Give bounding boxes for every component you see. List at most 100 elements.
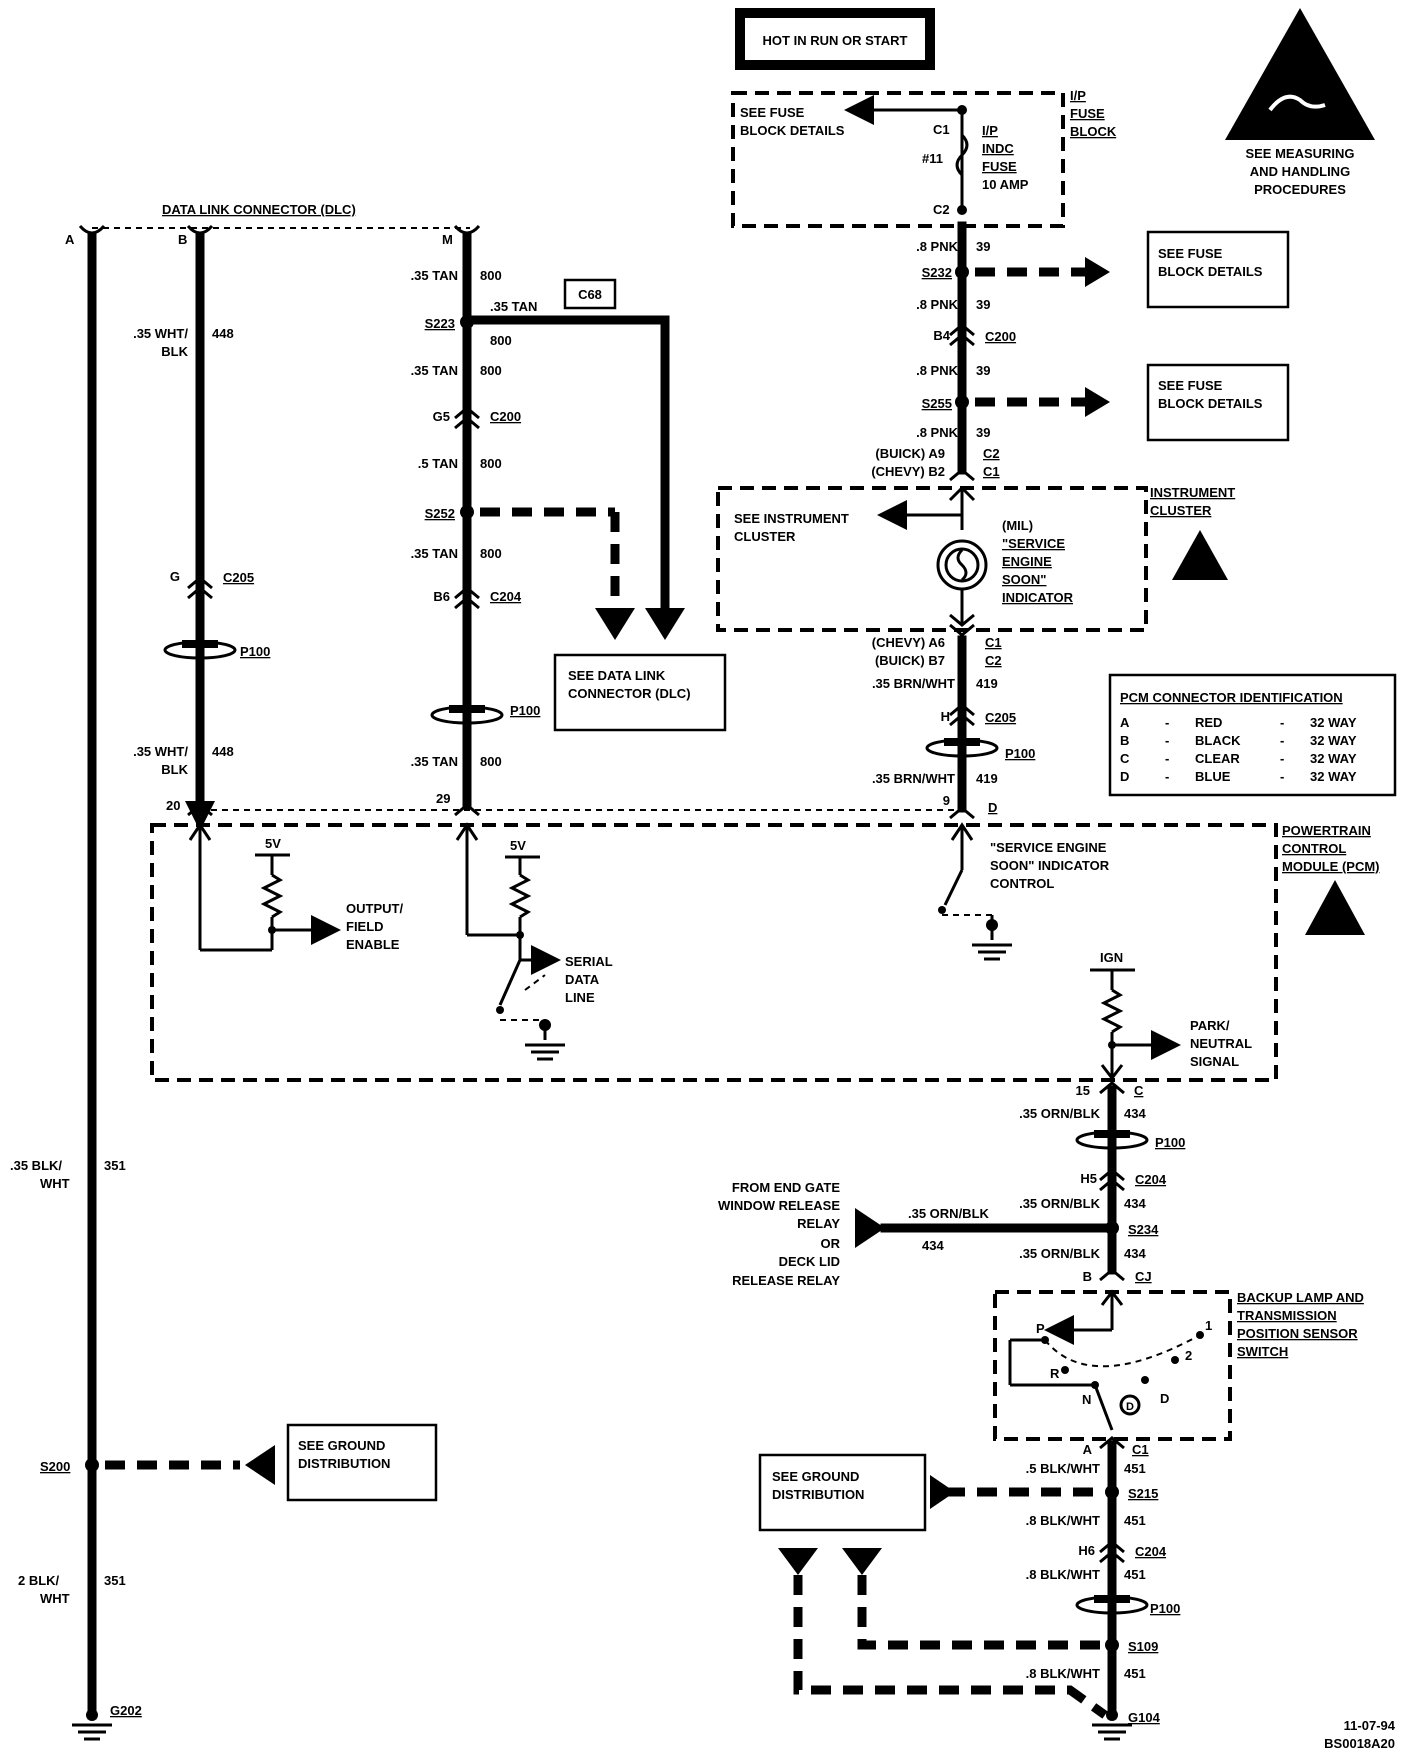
p100-r: P100 [1005, 746, 1035, 761]
s223-label: S223 [425, 316, 455, 331]
wire-orn-blk-434: 15 C .35 ORN/BLK 434 P100 H5 C204 .35 OR… [718, 1081, 1185, 1288]
wm-w1: .35 TAN [411, 268, 458, 283]
b6-label: B6 [433, 589, 450, 604]
sw-title-3: POSITION SENSOR [1237, 1326, 1358, 1341]
pin9: 9 [943, 793, 950, 808]
wa-w2: WHT [40, 1176, 70, 1191]
hot-in-run-box: HOT IN RUN OR START [735, 8, 935, 70]
c68-label: C68 [578, 287, 602, 302]
wb-p100: P100 [240, 644, 270, 659]
orn-c2: 434 [1124, 1196, 1146, 1211]
wire-blk-wht-451: A C1 .5 BLK/WHT 451 S215 SEE GROUND DIST… [758, 1436, 1180, 1741]
esd-text-1: SEE MEASURING [1245, 146, 1354, 161]
wa-w1: .35 BLK/ [10, 1158, 62, 1173]
mil-3: ENGINE [1002, 554, 1052, 569]
from-3: RELAY [797, 1216, 840, 1231]
wb-c2: 448 [212, 744, 234, 759]
s200-label: S200 [40, 1459, 70, 1474]
see-fuse-1b: BLOCK DETAILS [1158, 264, 1263, 279]
pcm-id-cell: 32 WAY [1310, 751, 1357, 766]
g-p100: P100 [1150, 1601, 1180, 1616]
buick-a9: (BUICK) A9 [875, 446, 945, 461]
wire-b-448: .35 WHT/ BLK 448 G C205 P100 .35 WHT/ BL… [133, 231, 270, 817]
g202-label: G202 [110, 1703, 142, 1718]
wm-w2: .35 TAN [411, 363, 458, 378]
orn-p100: P100 [1155, 1135, 1185, 1150]
sw-title-1: BACKUP LAMP AND [1237, 1290, 1364, 1305]
s215-label: S215 [1128, 1486, 1158, 1501]
wa2-w1: 2 BLK/ [18, 1573, 60, 1588]
mil-4: SOON" [1002, 572, 1046, 587]
sw-title-2: TRANSMISSION [1237, 1308, 1337, 1323]
pnk-w2: .8 PNK [916, 297, 959, 312]
pnk-w1: .8 PNK [916, 239, 959, 254]
wb-c1: 448 [212, 326, 234, 341]
pin15: 15 [1076, 1083, 1090, 1098]
orn-c204: C204 [1135, 1172, 1167, 1187]
output-3: ENABLE [346, 937, 400, 952]
pin-d: D [988, 800, 997, 815]
wm-p100: P100 [510, 703, 540, 718]
pcm-id-cell: 32 WAY [1310, 769, 1357, 784]
mil-5: INDICATOR [1002, 590, 1074, 605]
cluster-title-2: CLUSTER [1150, 503, 1212, 518]
g-w1: .5 BLK/WHT [1026, 1461, 1100, 1476]
fuse-title-1: I/P [1070, 88, 1086, 103]
see-fuse-2b: BLOCK DETAILS [1158, 396, 1263, 411]
fuse-block: SEE FUSE BLOCK DETAILS C1 #11 C2 I/P IND… [731, 88, 1117, 228]
wire-a-blk-wht: .35 BLK/ WHT 351 S200 SEE GROUND DISTRIB… [10, 231, 438, 1741]
h6-label: H6 [1078, 1543, 1095, 1558]
fuse-c1: C1 [933, 122, 950, 137]
b4-label: B4 [933, 328, 950, 343]
pnk-c4: 39 [976, 425, 990, 440]
g-see-2: DISTRIBUTION [772, 1487, 864, 1502]
see-fuse-1a: SEE FUSE [1158, 246, 1223, 261]
sw-d: D [1160, 1391, 1169, 1406]
pcm-title-2: CONTROL [1282, 841, 1346, 856]
pcm-title-3: MODULE (PCM) [1282, 859, 1380, 874]
brn-c6: 419 [976, 771, 998, 786]
pcm-id-cell: - [1165, 715, 1169, 730]
fuse-c2: C2 [933, 202, 950, 217]
c2-lbl: C2 [983, 446, 1000, 461]
s252-label: S252 [425, 506, 455, 521]
footer-date: 11-07-94 [1344, 1718, 1396, 1733]
wa-c: 351 [104, 1158, 126, 1173]
from-6: RELEASE RELAY [732, 1273, 840, 1288]
g-c1: C1 [1132, 1442, 1149, 1457]
s232-label: S232 [922, 265, 952, 280]
c205-r: C205 [985, 710, 1016, 725]
g-c4: 451 [1124, 1666, 1146, 1681]
wire-pnk-39: .8 PNK 39 S232 SEE FUSE BLOCK DETAILS .8… [871, 221, 1290, 482]
sw-n: N [1082, 1392, 1091, 1407]
pcm-id-cell: BLACK [1195, 733, 1241, 748]
pcm-id-cell: CLEAR [1195, 751, 1240, 766]
dlc-title: DATA LINK CONNECTOR (DLC) [162, 202, 356, 217]
wm-branch-w: .35 TAN [490, 299, 537, 314]
g104-label: G104 [1128, 1710, 1161, 1725]
orn-w2: .35 ORN/BLK [1019, 1196, 1101, 1211]
wm-w4: .35 TAN [411, 546, 458, 561]
dlc-pin-m: M [442, 232, 453, 247]
s109-label: S109 [1128, 1639, 1158, 1654]
pcm-id-cell: RED [1195, 715, 1222, 730]
chevy-b2: (CHEVY) B2 [871, 464, 945, 479]
esd-cluster-icon [1172, 530, 1228, 580]
pcm-5v-2: 5V [510, 838, 526, 853]
wb-w2a: .35 WHT/ [133, 744, 188, 759]
pcm-module: POWERTRAIN CONTROL MODULE (PCM) 5V OUTPU… [150, 801, 1380, 1082]
pcm-id-title: PCM CONNECTOR IDENTIFICATION [1120, 690, 1343, 705]
pnk-c2: 39 [976, 297, 990, 312]
wb-g: G [170, 569, 180, 584]
g-w3: .8 BLK/WHT [1026, 1567, 1100, 1582]
buick-b7: (BUICK) B7 [875, 653, 945, 668]
from-4: OR [821, 1236, 841, 1251]
mil-1: (MIL) [1002, 518, 1033, 533]
g-a: A [1083, 1442, 1093, 1457]
h5-label: H5 [1080, 1171, 1097, 1186]
orn-w1: .35 ORN/BLK [1019, 1106, 1101, 1121]
serial-3: LINE [565, 990, 595, 1005]
ses-3: CONTROL [990, 876, 1054, 891]
g-w4: .8 BLK/WHT [1026, 1666, 1100, 1681]
fuse-name-4: 10 AMP [982, 177, 1029, 192]
